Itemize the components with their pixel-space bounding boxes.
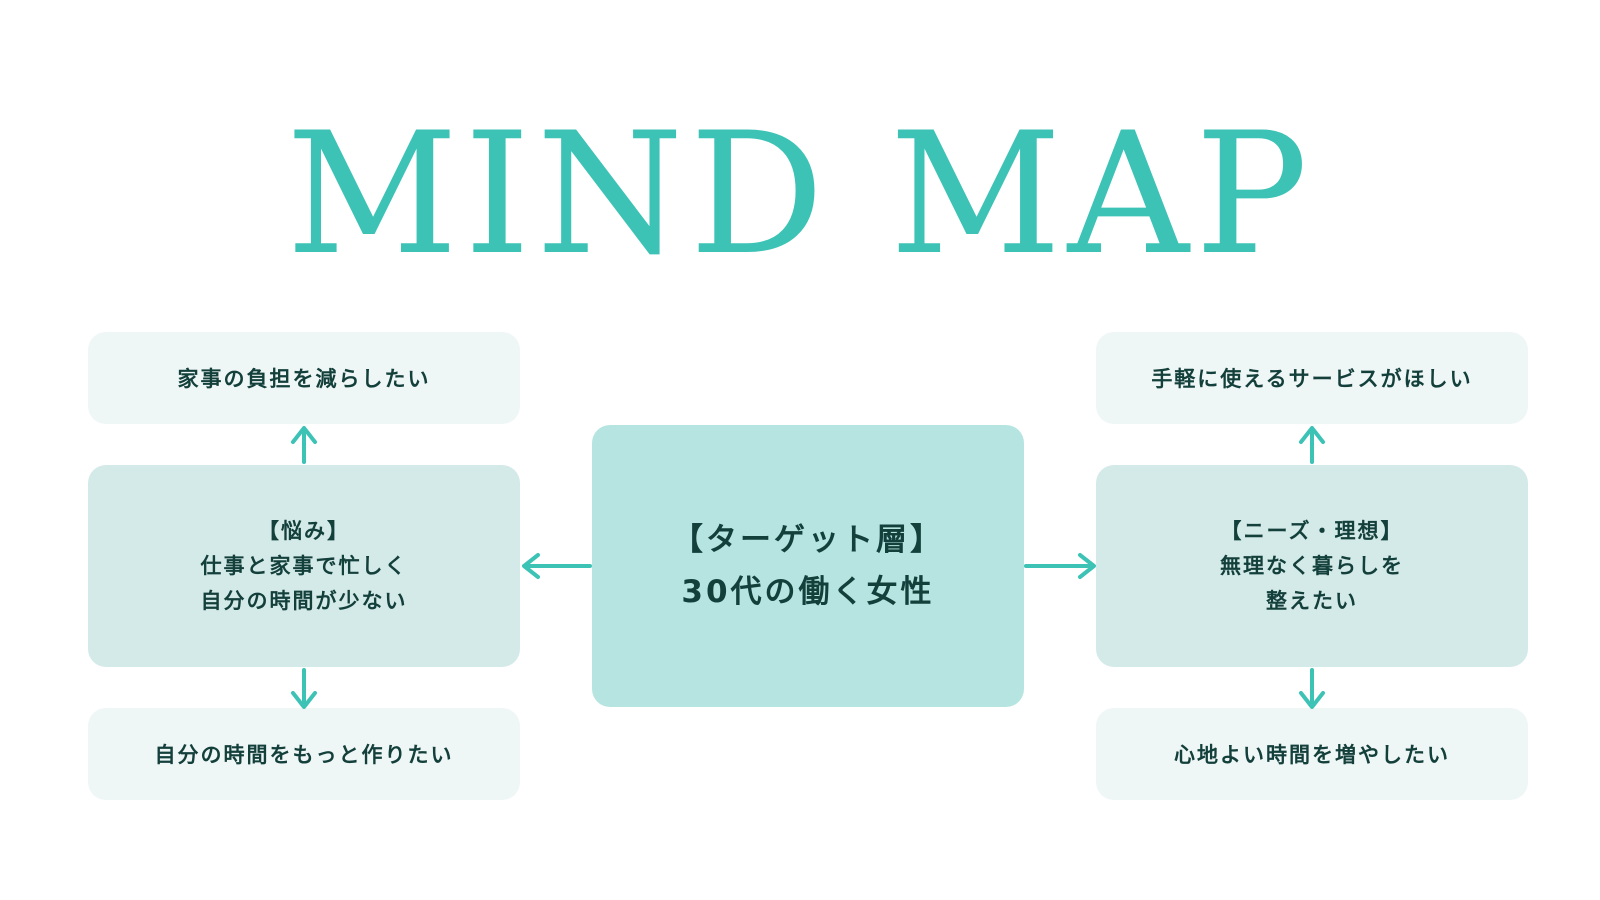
right-branch-line-1: 無理なく暮らしを [1220,553,1404,578]
center-heading: 【ターゲット層】 [672,522,944,558]
right-bottom-leaf-node: 心地よい時間を増やしたい [1096,708,1528,800]
center-node: 【ターゲット層】 30代の働く女性 [592,425,1024,707]
arrow-center-to-right-branch [1024,553,1096,579]
arrow-left-branch-to-bottom-leaf [291,668,317,709]
left-branch-line-2: 自分の時間が少ない [200,588,408,613]
left-bottom-leaf-text: 自分の時間をもっと作りたい [154,743,454,767]
left-branch-heading: 【悩み】 [258,518,350,543]
left-branch-node: 【悩み】 仕事と家事で忙しく 自分の時間が少ない [88,465,520,667]
arrow-center-to-left-branch [522,553,592,579]
right-top-leaf-text: 手軽に使えるサービスがほしい [1151,367,1473,391]
left-top-leaf-text: 家事の負担を減らしたい [177,367,431,391]
left-branch-line-1: 仕事と家事で忙しく [200,553,408,578]
page-title: MIND MAP [286,96,1314,292]
left-top-leaf-node: 家事の負担を減らしたい [88,332,520,424]
left-bottom-leaf-node: 自分の時間をもっと作りたい [88,708,520,800]
arrow-left-branch-to-top-leaf [291,426,317,464]
right-top-leaf-node: 手軽に使えるサービスがほしい [1096,332,1528,424]
right-branch-line-2: 整えたい [1266,588,1358,613]
center-subject: 30代の働く女性 [681,574,935,610]
arrow-right-branch-to-top-leaf [1299,426,1325,464]
right-bottom-leaf-text: 心地よい時間を増やしたい [1174,743,1450,767]
right-branch-heading: 【ニーズ・理想】 [1220,518,1404,543]
right-branch-node: 【ニーズ・理想】 無理なく暮らしを 整えたい [1096,465,1528,667]
arrow-right-branch-to-bottom-leaf [1299,668,1325,709]
